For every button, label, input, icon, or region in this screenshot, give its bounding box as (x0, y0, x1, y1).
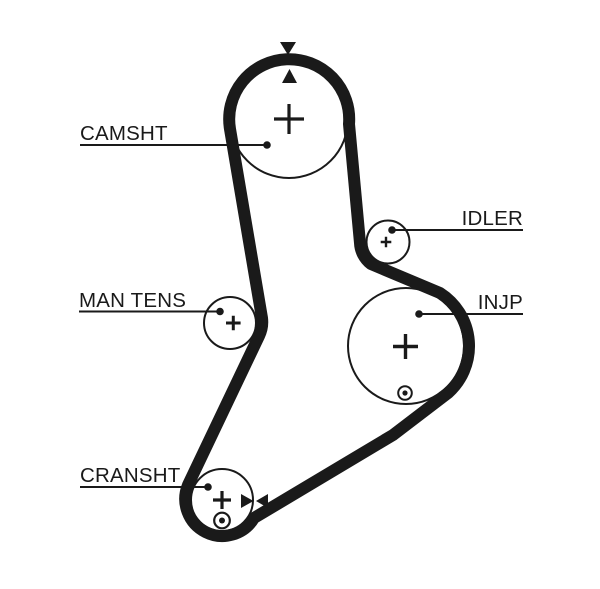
idler-leader-dot (388, 226, 396, 234)
crankshaft-timing-arrows (241, 494, 268, 508)
idler-label: IDLER (462, 207, 523, 230)
crankshaft-label: CRANSHT (80, 464, 181, 487)
camshaft-timing-arrows (280, 42, 297, 83)
injection-pump-center-cross (393, 334, 418, 359)
crankshaft-rotation-mark-dot (219, 517, 225, 524)
camshaft-label: CAMSHT (80, 122, 168, 145)
camshaft-callout: CAMSHT (80, 122, 271, 149)
crankshaft-callout: CRANSHT (80, 464, 212, 491)
crankshaft-timing-arrow-right-icon (241, 494, 254, 508)
manual-tensioner-center-cross (226, 315, 241, 331)
crankshaft-rotation-mark (213, 511, 231, 530)
injection-pump-label: INJP (478, 291, 523, 314)
timing-belt (179, 53, 475, 542)
camshaft-leader-dot (263, 141, 271, 149)
manual-tensioner-leader-dot (216, 307, 224, 316)
idler-callout: IDLER (388, 207, 523, 234)
camshaft-center-cross (274, 104, 304, 134)
injection-pump-leader-dot (415, 310, 423, 318)
injection-pump-callout: INJP (415, 291, 523, 318)
manual-tensioner-pulley-circle (203, 296, 257, 350)
injp-rotation-mark-ring (397, 385, 413, 401)
crankshaft-rotation-mark-ring (213, 511, 231, 530)
crankshaft-leader-dot (204, 483, 212, 491)
idler-center-cross (380, 236, 392, 248)
manual-tensioner-callout: MAN TENS (79, 289, 224, 316)
camshaft-timing-arrow-up-icon (282, 69, 297, 83)
injp-rotation-mark-dot (402, 390, 408, 396)
idler-pulley-circle (365, 219, 411, 265)
manual-tensioner-label: MAN TENS (79, 289, 186, 312)
injp-rotation-mark (397, 385, 413, 401)
camshaft-timing-arrow-down-icon (280, 42, 296, 55)
crankshaft-timing-arrow-left-icon (256, 494, 268, 508)
crankshaft-center-cross (213, 491, 231, 509)
